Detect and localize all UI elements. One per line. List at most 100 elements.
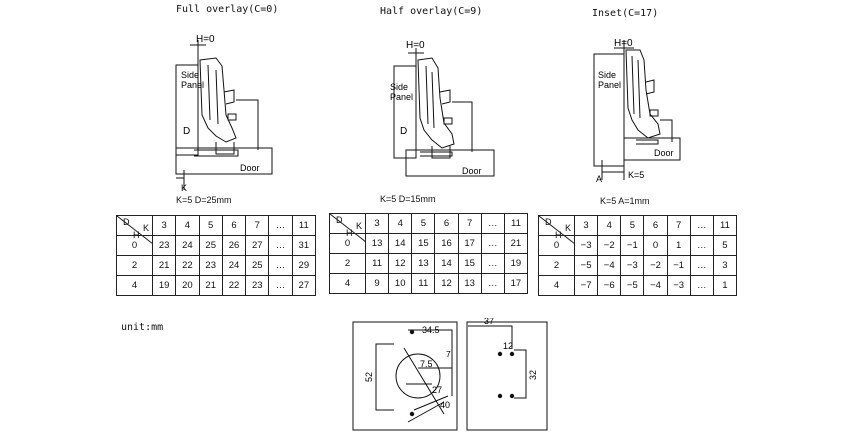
d-value: 9	[364, 273, 390, 294]
d-value: 23	[198, 255, 223, 276]
k-header: 6	[643, 215, 668, 236]
full-k-label: K	[181, 183, 187, 193]
a-value: 1	[712, 275, 738, 296]
half-overlay-diagram: H=0 Side Panel D Door	[390, 40, 495, 177]
k-header: 3	[151, 215, 177, 236]
table-corner: D K H	[538, 215, 575, 244]
corner-k: K	[565, 223, 572, 233]
inset-h-label: H=0	[614, 38, 633, 49]
a-value: −3	[666, 275, 691, 296]
a-value: …	[689, 235, 714, 256]
table-row: 4 9 10 11 12 13 … 17	[329, 273, 529, 294]
cup-dim-bottom: 40	[440, 400, 450, 410]
h-value: 2	[116, 255, 153, 276]
a-value: −4	[643, 275, 668, 296]
plate-drilling-diagram: 37 12 32	[466, 318, 548, 431]
cup-dim-diag: 27	[432, 385, 442, 395]
full-caption: K=5 D=25mm	[176, 195, 232, 205]
a-value: −6	[597, 275, 622, 296]
table-corner: D K H	[116, 215, 153, 244]
half-door-label: Door	[462, 166, 482, 176]
a-value: 0	[643, 235, 668, 256]
d-value: 27	[245, 235, 270, 256]
k-header: 7	[245, 215, 270, 236]
full-overlay-title: Full overlay(C=0)	[176, 4, 279, 15]
d-value: 23	[151, 235, 177, 256]
table-row: 0 13 14 15 16 17 … 21	[329, 233, 529, 254]
a-value: −5	[620, 275, 645, 296]
cup-drilling-diagram: 34.5 7 7.5 52 27 40	[352, 321, 458, 431]
d-value: …	[480, 273, 505, 294]
h-value: 2	[538, 255, 575, 276]
corner-k: K	[143, 223, 150, 233]
cup-dim-center: 7.5	[420, 359, 433, 369]
half-side-label: Side	[390, 82, 408, 92]
d-value: 15	[411, 233, 436, 254]
d-value: 26	[221, 235, 247, 256]
inset-table: D K H 3 4 5 6 7 … 11 0 −3 −2 −1 0 1 … 5 …	[538, 215, 738, 296]
corner-d: D	[545, 217, 552, 227]
d-value: 11	[411, 273, 436, 294]
full-h-label: H=0	[196, 34, 215, 45]
unit-label: unit:mm	[121, 322, 164, 333]
k-header: 3	[364, 213, 390, 234]
inset-diagram: H=0 Side Panel Door A K=5	[593, 38, 681, 184]
a-value: −5	[573, 255, 599, 276]
half-overlay-table: D K H 3 4 5 6 7 … 11 0 13 14 15 16 17 … …	[329, 213, 529, 294]
a-value: 1	[666, 235, 691, 256]
d-value: 21	[151, 255, 177, 276]
d-value: 21	[503, 233, 529, 254]
d-value: 13	[364, 233, 390, 254]
table-row: 0 −3 −2 −1 0 1 … 5	[538, 235, 738, 256]
d-value: 22	[221, 275, 247, 296]
a-value: 3	[712, 255, 738, 276]
full-panel-label: Panel	[181, 80, 204, 90]
a-value: −2	[643, 255, 668, 276]
d-value: 23	[245, 275, 270, 296]
k-header: 5	[411, 213, 436, 234]
d-value: 19	[151, 275, 177, 296]
inset-a-label: A	[596, 174, 602, 184]
full-door-label: Door	[240, 163, 260, 173]
a-value: −3	[573, 235, 599, 256]
cup-dim-left: 52	[364, 372, 374, 382]
d-value: 29	[291, 255, 317, 276]
k-header: 7	[666, 215, 691, 236]
plate-dim-top: 37	[484, 318, 494, 326]
plate-dim-mid: 12	[503, 341, 513, 351]
d-value: 24	[175, 235, 200, 256]
full-d-label: D	[183, 126, 190, 137]
d-value: 10	[388, 273, 413, 294]
a-value: …	[689, 255, 714, 276]
full-side-label: Side	[181, 70, 199, 80]
table-row: 4 −7 −6 −5 −4 −3 … 1	[538, 275, 738, 296]
k-header: 6	[221, 215, 247, 236]
d-value: 15	[457, 253, 482, 274]
table-row: 2 21 22 23 24 25 … 29	[116, 255, 317, 276]
cup-dim-top: 34.5	[422, 325, 440, 335]
d-value: 12	[388, 253, 413, 274]
d-value: …	[480, 233, 505, 254]
half-overlay-title: Half overlay(C=9)	[380, 6, 483, 17]
h-value: 4	[116, 275, 153, 296]
d-value: 20	[175, 275, 200, 296]
d-value: 31	[291, 235, 317, 256]
corner-h: H	[133, 230, 140, 240]
a-value: −4	[597, 255, 622, 276]
d-value: 17	[503, 273, 529, 294]
k-header: …	[268, 215, 293, 236]
d-value: 12	[434, 273, 459, 294]
k-header: …	[480, 213, 505, 234]
d-value: 11	[364, 253, 390, 274]
full-overlay-diagram: H=0 Side Panel D Door K	[175, 34, 273, 193]
h-value: 4	[329, 273, 366, 294]
a-value: −1	[620, 235, 645, 256]
k-header: …	[689, 215, 714, 236]
d-value: 16	[434, 233, 459, 254]
corner-d: D	[123, 217, 130, 227]
inset-door-label: Door	[654, 148, 674, 158]
plate-dim-right: 32	[528, 370, 538, 380]
k-header: 4	[175, 215, 200, 236]
d-value: 14	[434, 253, 459, 274]
a-value: 5	[712, 235, 738, 256]
